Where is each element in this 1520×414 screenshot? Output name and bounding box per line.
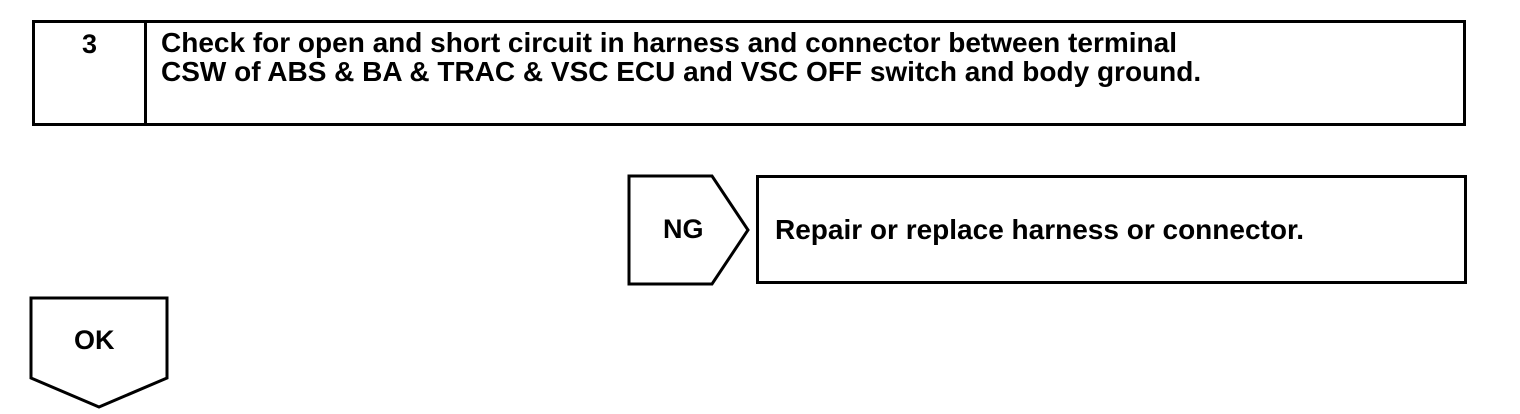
- step-description-line-2: CSW of ABS & BA & TRAC & VSC ECU and VSC…: [161, 56, 1202, 87]
- step-description-line-1: Check for open and short circuit in harn…: [161, 27, 1177, 58]
- step-description: Check for open and short circuit in harn…: [161, 28, 1453, 86]
- ok-arrow-shape: [28, 295, 170, 410]
- ng-arrow-shape: [626, 173, 752, 287]
- check-step-box: 3 Check for open and short circuit in ha…: [32, 20, 1466, 126]
- ok-label: OK: [74, 325, 115, 355]
- ng-action-box: Repair or replace harness or connector.: [756, 175, 1467, 284]
- ng-label: NG: [663, 214, 704, 244]
- step-number: 3: [35, 23, 147, 123]
